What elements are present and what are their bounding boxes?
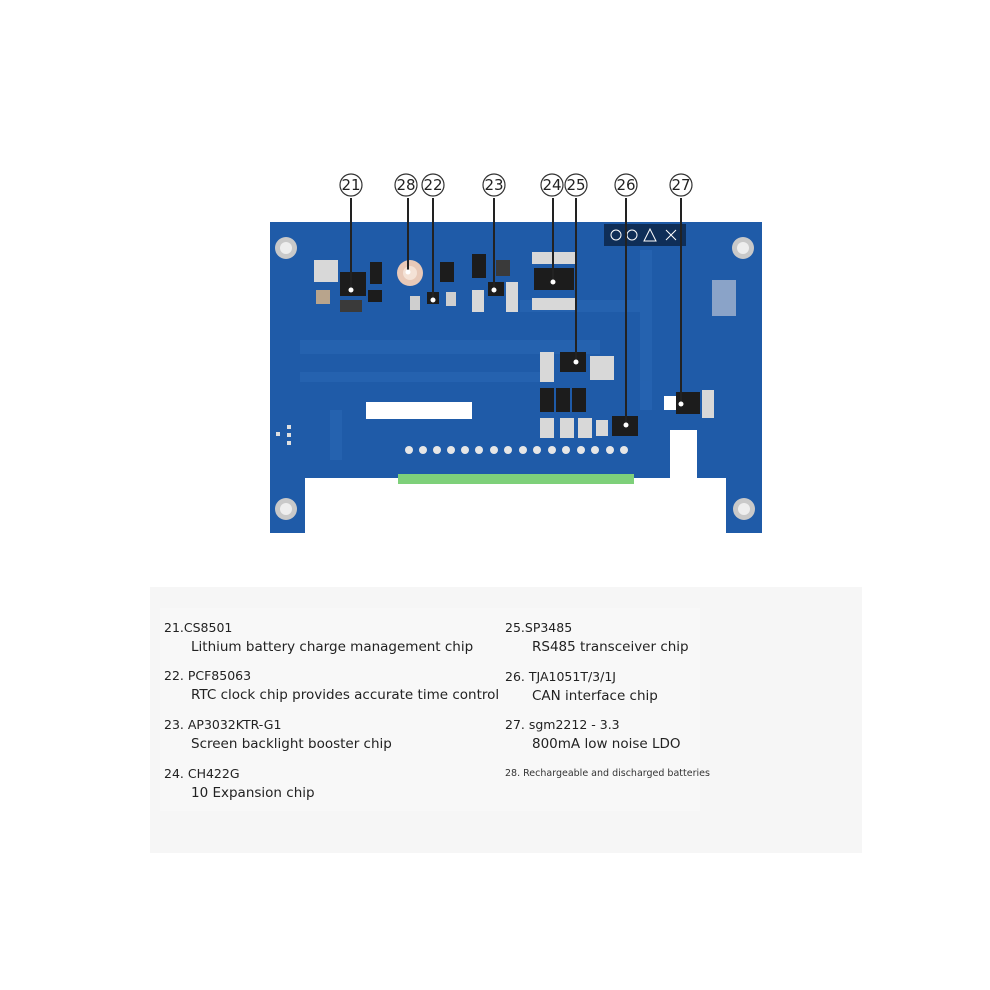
legend-desc: 10 Expansion chip [191,785,315,801]
callout-24: 24 [540,173,564,197]
callout-lines [350,198,682,425]
legend-title: 26. TJA1051T/3/1J [505,669,616,684]
chip-pcf85063-area [427,262,456,306]
callout-number: 27 [671,176,690,194]
certification-marks [604,224,686,246]
pin-header-row [405,446,628,454]
mounting-holes [275,237,755,520]
callout-26: 26 [614,173,638,197]
legend-title: 21.CS8501 [164,620,233,635]
legend-title: 28. Rechargeable and discharged batterie… [505,768,710,779]
callout-number: 21 [341,176,360,194]
legend-desc: Lithium battery charge management chip [191,639,474,655]
callout-21: 21 [339,173,363,197]
callout-22: 22 [421,173,445,197]
legend-item-27: 27. sgm2212 - 3.3 800mA low noise LDO [505,717,681,752]
legend-desc: 800mA low noise LDO [532,736,681,752]
chip-ap3032-area [472,254,518,312]
callout-28: 28 [394,173,418,197]
callout-27: 27 [669,173,693,197]
legend-item-23: 23. AP3032KTR-G1 Screen backlight booste… [164,717,392,752]
callout-number: 26 [616,176,635,194]
chip-cs8501-area [314,260,382,312]
legend-title: 25.SP3485 [505,620,573,635]
callout-number: 23 [484,176,503,194]
callout-dots [348,269,684,428]
legend-desc: Screen backlight booster chip [191,736,392,752]
legend-item-24: 24. CH422G 10 Expansion chip [164,766,315,801]
legend-item-28: 28. Rechargeable and discharged batterie… [505,768,710,779]
callout-number: 24 [542,176,561,194]
legend-title: 23. AP3032KTR-G1 [164,717,282,732]
legend-title: 24. CH422G [164,766,240,781]
legend-desc: CAN interface chip [532,688,658,704]
callout-number: 25 [566,176,585,194]
legend-item-26: 26. TJA1051T/3/1J CAN interface chip [505,669,658,704]
callout-25: 25 [564,173,588,197]
legend-desc: RS485 transceiver chip [532,639,689,655]
legend-item-25: 25.SP3485 RS485 transceiver chip [505,620,689,655]
legend-desc: RTC clock chip provides accurate time co… [191,687,500,703]
callout-23: 23 [482,173,506,197]
legend-title: 22. PCF85063 [164,668,252,683]
legend-item-21: 21.CS8501 Lithium battery charge managem… [164,620,473,655]
legend-inner [160,608,700,811]
callout-number: 22 [423,176,442,194]
legend-title: 27. sgm2212 - 3.3 [505,717,620,732]
side-pads [276,280,736,445]
callout-number: 28 [396,176,415,194]
board-label-area [366,402,472,419]
chip-sp3485-area [540,352,614,412]
green-connector [398,474,634,484]
legend-item-22: 22. PCF85063 RTC clock chip provides acc… [164,668,499,703]
